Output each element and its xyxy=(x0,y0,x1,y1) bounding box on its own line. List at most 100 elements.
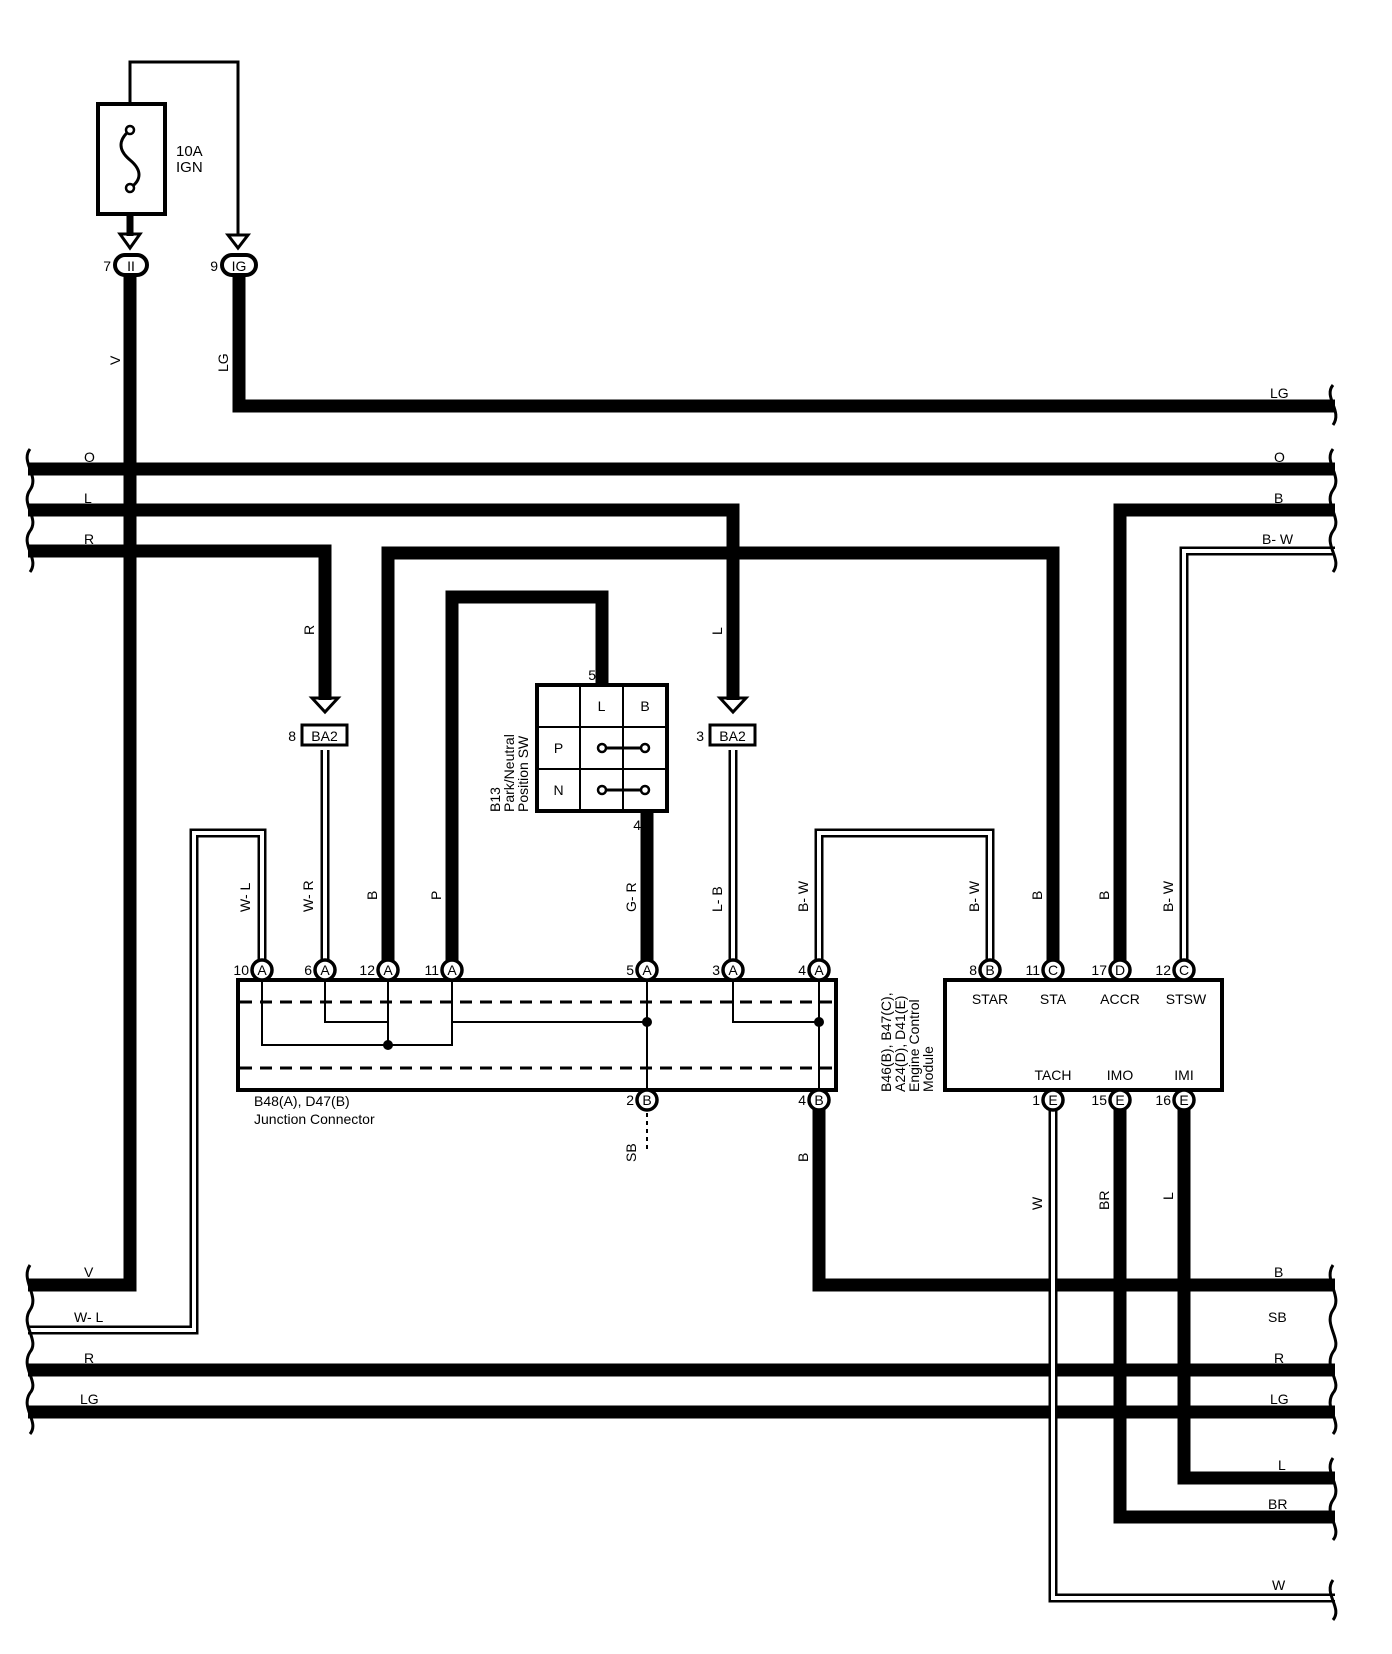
bus-label-l-right-bottom: L xyxy=(1278,1457,1286,1473)
junction-bus-right xyxy=(732,980,820,1090)
terminal-ii-code: II xyxy=(127,258,135,274)
ecm-term-accr: ACCR xyxy=(1100,991,1140,1007)
terminal-ig: IG 9 xyxy=(210,253,258,277)
wire-label-l-imi: L xyxy=(1160,1192,1176,1200)
ecm-term-imo: IMO xyxy=(1107,1067,1134,1083)
bus-label-l-left: L xyxy=(84,490,92,506)
junction-pin-b2-num: 2 xyxy=(626,1092,634,1108)
wire-label-w: W xyxy=(1029,1196,1045,1210)
bus-label-br-right-bottom: BR xyxy=(1268,1496,1287,1512)
junction-pin-a11: A 11 xyxy=(424,958,464,982)
switch-cell-l: L xyxy=(598,698,606,714)
ecm-pin-e15: E 15 xyxy=(1091,1088,1132,1112)
wire-label-lg: LG xyxy=(215,353,231,372)
junction-pin-a5-code: A xyxy=(642,962,652,978)
thick-wires xyxy=(28,276,1335,1524)
bus-label-b-right-bottom: B xyxy=(1274,1264,1283,1280)
terminal-ig-code: IG xyxy=(232,258,247,274)
wire-label-lb: L- B xyxy=(709,886,725,912)
junction-pin-a6: A 6 xyxy=(304,958,337,982)
ecm-pin-e1-code: E xyxy=(1048,1092,1057,1108)
wire-label-p: P xyxy=(428,891,444,900)
junction-pin-b4-num: 4 xyxy=(798,1092,806,1108)
terminal-ii-num: 7 xyxy=(103,258,111,274)
switch-contact-n xyxy=(596,784,651,796)
junction-pin-a4-code: A xyxy=(814,962,824,978)
bus-label-r-left: R xyxy=(84,531,94,547)
ecm-pin-c12: C 12 xyxy=(1155,958,1196,982)
ecm-pin-e16: E 16 xyxy=(1155,1088,1196,1112)
junction-pin-a3: A 3 xyxy=(712,958,745,982)
switch-label-2: Park/Neutral xyxy=(501,734,517,812)
junction-pin-a10-code: A xyxy=(257,962,267,978)
fuse-icon xyxy=(119,128,141,190)
wire-label-wl: W- L xyxy=(237,882,253,912)
wire-label-bw-stsw: B- W xyxy=(1160,880,1176,912)
ecm-bottom-pins: E 1 E 15 E 16 xyxy=(1032,1088,1196,1112)
wire-label-gr: G- R xyxy=(623,882,639,912)
junction-pin-a10-num: 10 xyxy=(233,962,249,978)
ba2-left-num: 8 xyxy=(288,728,296,744)
junction-pin-a5: A 5 xyxy=(626,958,659,982)
junction-pin-a5-num: 5 xyxy=(626,962,634,978)
ba2-right-num: 3 xyxy=(696,728,704,744)
ecm-label-4: Module xyxy=(920,1046,936,1092)
junction-pin-b2: B 2 xyxy=(626,1088,659,1112)
switch-cell-b: B xyxy=(640,698,649,714)
junction-top-pins: A 10 A 6 A 12 A 11 A 5 A 3 xyxy=(233,958,831,982)
bus-label-v-left-bottom: V xyxy=(84,1264,94,1280)
junction-pin-a11-code: A xyxy=(447,962,457,978)
ecm-term-star: STAR xyxy=(972,991,1008,1007)
ecm-top-pins: B 8 C 11 D 17 C 12 xyxy=(969,958,1196,982)
wire-label-b-sta: B xyxy=(1029,891,1045,900)
junction-pin-a6-num: 6 xyxy=(304,962,312,978)
ecm-pin-e15-num: 15 xyxy=(1091,1092,1107,1108)
wire-label-bw-star: B- W xyxy=(966,880,982,912)
bus-label-lg-right-bottom: LG xyxy=(1270,1391,1289,1407)
fuse-box xyxy=(96,102,167,216)
engine-control-module: STAR STA ACCR STSW TACH IMO IMI B46(B), … xyxy=(878,978,1224,1092)
wire-label-b-accr: B xyxy=(1096,891,1112,900)
switch-cell-n: N xyxy=(553,782,563,798)
bus-label-wl-left-bottom: W- L xyxy=(74,1309,104,1325)
ecm-label-2: A24(D), D41(E) xyxy=(892,996,908,1092)
ecm-pin-c12-num: 12 xyxy=(1155,962,1171,978)
bus-label-o-left: O xyxy=(84,449,95,465)
wire-label-br: BR xyxy=(1096,1191,1112,1210)
bus-label-bw-right: B- W xyxy=(1262,531,1294,547)
junction-pin-a11-num: 11 xyxy=(424,962,439,978)
ecm-pin-d17-code: D xyxy=(1115,962,1125,978)
ba2-arrows xyxy=(308,696,750,715)
ecm-pin-c11: C 11 xyxy=(1025,958,1065,982)
ecm-pin-b8-num: 8 xyxy=(969,962,977,978)
ba2-connector-right: BA2 3 xyxy=(696,723,757,747)
ecm-term-tach: TACH xyxy=(1034,1067,1071,1083)
terminal-ig-num: 9 xyxy=(210,258,218,274)
ba2-connector-left: BA2 8 xyxy=(288,723,349,747)
ecm-pin-e1: E 1 xyxy=(1032,1088,1065,1112)
ecm-pin-d17-num: 17 xyxy=(1091,962,1107,978)
ecm-pin-c11-num: 11 xyxy=(1025,962,1040,978)
terminal-ii: II 7 xyxy=(103,253,149,277)
bus-label-b-right: B xyxy=(1274,490,1283,506)
ecm-term-imi: IMI xyxy=(1174,1067,1193,1083)
junction-pin-a6-code: A xyxy=(320,962,330,978)
switch-label-1: B13 xyxy=(487,787,503,812)
park-neutral-switch: L B P N 5 4 B13 Park/Neutral Position SW xyxy=(487,667,669,833)
fuse-rating: 10A xyxy=(176,143,203,160)
switch-contact-p xyxy=(596,742,651,754)
bus-label-r-right-bottom: R xyxy=(1274,1350,1284,1366)
junction-bus-mid xyxy=(452,980,648,1090)
wire-label-b-12: B xyxy=(364,891,380,900)
ecm-pin-e16-code: E xyxy=(1179,1092,1188,1108)
ecm-pin-e1-num: 1 xyxy=(1032,1092,1040,1108)
wire-label-sb: SB xyxy=(623,1143,639,1162)
ba2-left-code: BA2 xyxy=(311,728,338,744)
ecm-pin-e15-code: E xyxy=(1115,1092,1124,1108)
fuse-name: IGN xyxy=(176,159,203,176)
switch-pin-4: 4 xyxy=(633,817,641,833)
ecm-label-3: Engine Control xyxy=(906,999,922,1092)
junction-pin-a4: A 4 xyxy=(798,958,831,982)
junction-connector: B48(A), D47(B) Junction Connector xyxy=(236,978,838,1127)
junction-pin-a12-code: A xyxy=(383,962,393,978)
